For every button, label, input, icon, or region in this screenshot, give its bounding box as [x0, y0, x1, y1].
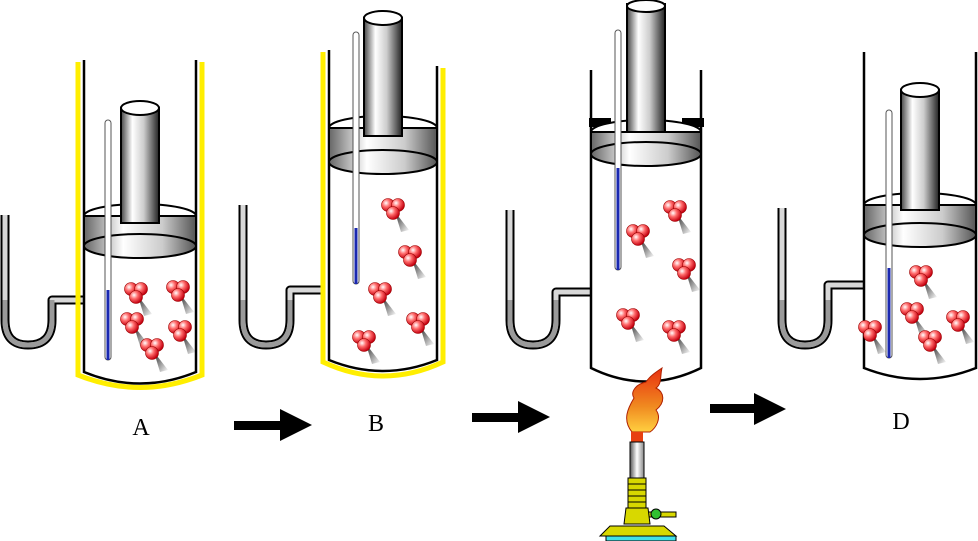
transition-arrow-3	[710, 393, 786, 425]
burner-flame	[626, 366, 664, 433]
stage-label-d: D	[892, 409, 910, 435]
gas-molecule	[626, 224, 654, 258]
stage-a-insulation	[75, 62, 205, 390]
stage-c-stopper-left	[589, 118, 611, 127]
gas-molecule	[166, 280, 194, 314]
stage-d-cylinder	[862, 52, 978, 381]
stage-d-manometer	[777, 208, 863, 350]
stage-c-apparatus	[505, 0, 704, 541]
gas-molecule	[946, 310, 974, 344]
gas-molecule	[124, 282, 152, 316]
stage-a-apparatus	[0, 60, 205, 390]
gas-molecule	[918, 330, 946, 364]
bunsen-burner	[598, 366, 678, 541]
transition-arrow-2	[472, 401, 550, 433]
gas-molecule	[140, 338, 168, 372]
stage-c-manometer	[505, 210, 590, 350]
gas-molecule	[381, 198, 409, 232]
gas-molecule	[616, 308, 644, 342]
transition-arrow-1	[234, 409, 312, 441]
stage-b-insulation	[320, 52, 446, 379]
gas-molecule	[368, 282, 396, 316]
gas-molecule	[168, 320, 196, 354]
stage-d-apparatus	[777, 52, 978, 381]
stage-d-molecules	[858, 265, 974, 364]
stage-c-molecules	[616, 200, 700, 354]
gas-molecule	[900, 302, 928, 336]
gas-molecule	[406, 312, 434, 346]
gas-molecule	[352, 330, 380, 364]
gas-molecule	[909, 265, 937, 299]
stage-b-molecules	[352, 198, 434, 364]
stage-b-manometer	[238, 205, 322, 350]
stage-c-stopper-right	[682, 118, 704, 127]
gas-molecule	[858, 320, 886, 354]
stage-label-a: A	[132, 415, 150, 441]
stage-label-b: B	[367, 411, 384, 437]
gas-molecule	[662, 320, 690, 354]
stage-a-manometer	[0, 215, 84, 350]
stage-a-cylinder	[82, 60, 198, 385]
gas-molecule	[663, 200, 691, 234]
gas-molecule	[398, 245, 426, 279]
stage-a-molecules	[120, 280, 196, 372]
stage-b-apparatus	[238, 10, 446, 379]
stage-b-cylinder	[327, 50, 439, 373]
gas-molecule	[672, 258, 700, 292]
